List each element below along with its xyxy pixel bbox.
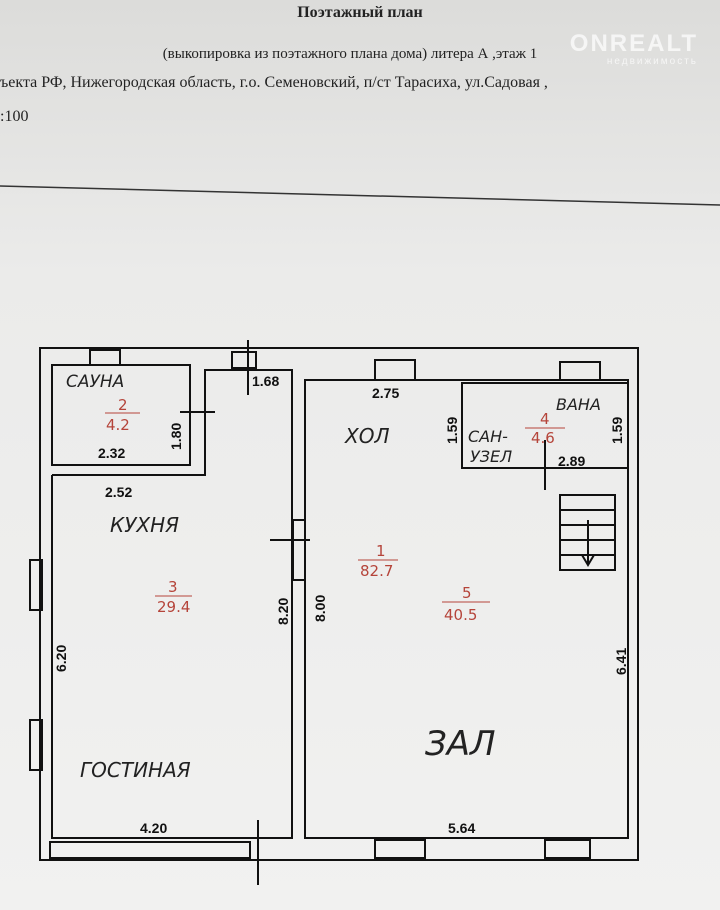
watermark-logo: ONREALT — [569, 30, 698, 57]
room-hall-label: ХОЛ — [344, 424, 389, 448]
dim-kitchen-width: 2.52 — [105, 484, 132, 500]
dim-zal-length: 6.41 — [613, 648, 629, 675]
dim-bath-width: 2.89 — [558, 453, 585, 469]
room-zal-label: ЗАЛ — [425, 724, 496, 764]
zal-area: 40.5 — [444, 606, 477, 624]
address: ъекта РФ, Нижегородская область, г.о. Се… — [0, 74, 548, 91]
walls — [29, 340, 639, 885]
room-wc-label-1: САН- — [468, 427, 508, 446]
page-title: Поэтажный план — [297, 4, 423, 21]
kitchen-num: 3 — [168, 578, 178, 596]
room-sauna-label: САУНА — [66, 372, 124, 392]
dim-hall-length: 8.00 — [312, 595, 328, 622]
dim-living-width: 4.20 — [140, 820, 167, 836]
dim-sauna-width: 2.32 — [98, 445, 125, 461]
kitchen-area: 29.4 — [157, 598, 190, 616]
dim-sauna-depth: 1.80 — [168, 423, 184, 450]
sauna-num: 2 — [118, 396, 128, 414]
dim-living-length: 6.20 — [53, 645, 69, 672]
sauna-area: 4.2 — [106, 416, 130, 434]
subtitle: (выкопировка из поэтажного плана дома) л… — [162, 46, 538, 62]
zal-num: 5 — [462, 584, 472, 602]
dim-bath-depth-left: 1.59 — [444, 417, 460, 444]
room-living-label: ГОСТИНАЯ — [80, 758, 191, 782]
hall-num: 1 — [376, 542, 386, 560]
room-wc-label-2: УЗЕЛ — [470, 447, 512, 466]
dim-zal-width: 5.64 — [448, 820, 475, 836]
dim-kitchen-length: 8.20 — [275, 598, 291, 625]
divider — [0, 185, 720, 206]
room-bath-label: ВАНА — [556, 395, 601, 414]
hall-area: 82.7 — [360, 562, 393, 580]
bath-area: 4.6 — [531, 429, 555, 447]
scale: :100 — [0, 108, 29, 125]
bath-num: 4 — [540, 410, 550, 428]
watermark-tagline: недвижимость — [606, 56, 698, 67]
room-kitchen-label: КУХНЯ — [110, 513, 179, 537]
dim-bath-depth-right: 1.59 — [609, 417, 625, 444]
dim-hall-width: 2.75 — [372, 385, 399, 401]
dim-corridor: 1.68 — [252, 373, 279, 389]
